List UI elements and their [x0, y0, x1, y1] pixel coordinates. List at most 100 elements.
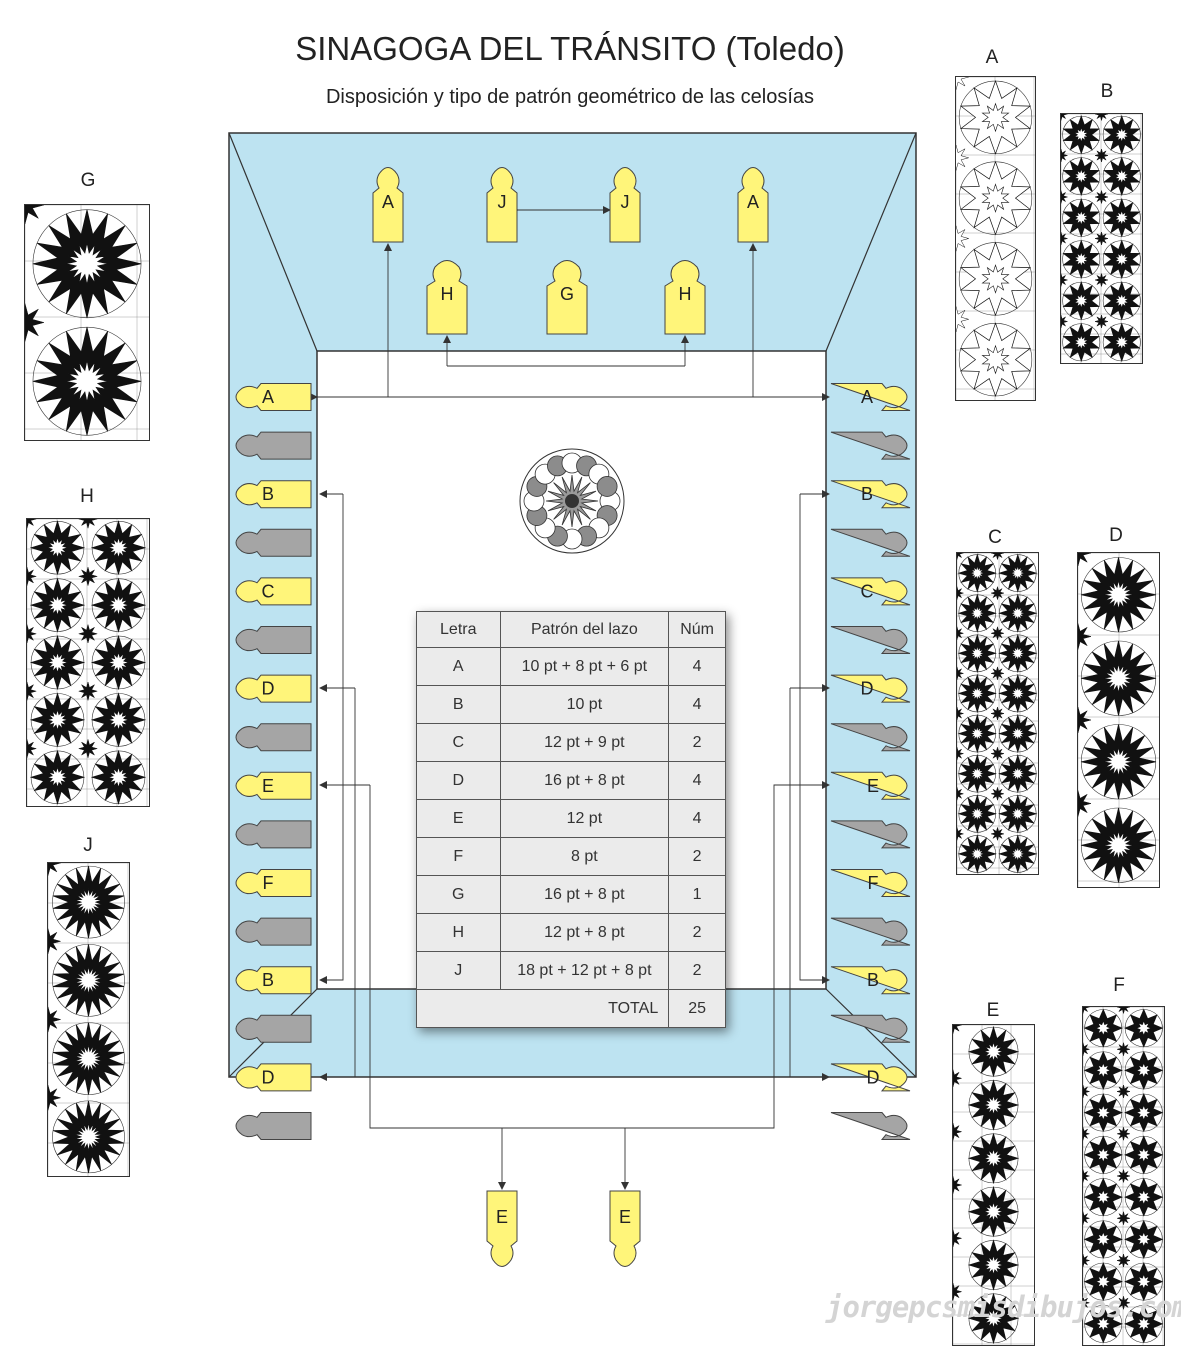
panel-label-a: A: [985, 47, 999, 68]
window-north-j: J: [486, 167, 518, 243]
pattern-panel-d: [1077, 552, 1160, 888]
pattern-panel-j: [47, 862, 130, 1177]
table-cell: C: [416, 723, 501, 762]
panel-label-e: E: [986, 1000, 1000, 1021]
window-north-a: A: [372, 167, 404, 243]
window-west-c: C: [235, 577, 312, 606]
window-letter: J: [498, 192, 507, 212]
window-west-blank: [235, 431, 312, 460]
table-total-label: TOTAL: [415, 989, 670, 1028]
window-east-e: E: [830, 771, 911, 800]
table-cell: G: [416, 875, 501, 914]
window-letter: E: [496, 1207, 508, 1227]
window-west-d: D: [235, 674, 312, 703]
table-cell: J: [416, 951, 501, 990]
page-subtitle: Disposición y tipo de patrón geométrico …: [325, 86, 815, 108]
window-letter: A: [747, 192, 759, 212]
window-letter: H: [679, 284, 692, 304]
window-letter: D: [861, 679, 874, 699]
window-east-d: D: [830, 1063, 911, 1092]
window-letter: A: [861, 387, 873, 407]
window-east-blank: [830, 723, 911, 752]
window-letter: E: [619, 1207, 631, 1227]
window-east-d: D: [830, 674, 911, 703]
table-cell: 12 pt: [499, 799, 670, 838]
panel-label-h: H: [80, 486, 94, 507]
table-cell: 8 pt: [499, 837, 670, 876]
panel-label-c: C: [988, 527, 1002, 548]
table-cell: H: [416, 913, 501, 952]
window-east-a: A: [830, 383, 911, 411]
pattern-panel-b-motif: [1061, 114, 1142, 363]
table-cell: 2: [668, 723, 726, 762]
window-west-blank: [235, 626, 312, 654]
window-west-blank: [235, 820, 312, 849]
window-north-a: A: [737, 167, 769, 243]
panel-label-b: B: [1100, 81, 1114, 102]
table-cell: F: [416, 837, 501, 876]
window-letter: J: [621, 192, 630, 212]
window-north-h: H: [426, 260, 468, 335]
connector-lines: [310, 206, 830, 1190]
table-cell: 12 pt + 9 pt: [499, 723, 670, 762]
pattern-panel-f-motif: [1083, 1007, 1164, 1345]
panel-label-j: J: [83, 835, 93, 856]
table-total-value: 25: [668, 989, 726, 1028]
pattern-panel-f: [1082, 1006, 1165, 1346]
window-letter: E: [262, 776, 274, 796]
table-cell: 16 pt + 8 pt: [499, 761, 670, 800]
frame-corner-br: [825, 988, 917, 1078]
window-letter: B: [867, 970, 879, 990]
window-west-blank: [235, 528, 312, 557]
table-cell: A: [416, 647, 501, 686]
window-letter: D: [262, 679, 275, 699]
frame-corner-tl: [228, 132, 318, 352]
table-cell: 10 pt: [499, 685, 670, 724]
window-east-blank: [830, 917, 911, 946]
pattern-panel-e-motif: [953, 1025, 1034, 1345]
window-west-f: F: [235, 869, 312, 897]
window-east-blank: [830, 820, 911, 849]
panel-label-d: D: [1109, 525, 1123, 546]
table-cell: B: [416, 685, 501, 724]
window-west-a: A: [235, 383, 312, 411]
table-cell: 4: [668, 799, 726, 838]
window-letter: B: [262, 970, 274, 990]
window-east-blank: [830, 1112, 911, 1140]
frame-corner-tr: [825, 132, 917, 352]
window-letter: A: [382, 192, 394, 212]
table-cell: D: [416, 761, 501, 800]
window-west-blank: [235, 1112, 312, 1140]
window-west-b: B: [235, 966, 312, 995]
window-letter: B: [861, 484, 873, 504]
table-cell: 4: [668, 685, 726, 724]
pattern-panel-e: [952, 1024, 1035, 1346]
table-cell: 4: [668, 761, 726, 800]
pattern-panel-a: [955, 76, 1036, 401]
window-east-b: B: [830, 480, 911, 509]
window-letter: C: [861, 581, 874, 601]
pattern-panel-a-motif: [956, 77, 1035, 400]
window-letter: F: [263, 873, 274, 893]
table-cell: 18 pt + 12 pt + 8 pt: [499, 951, 670, 990]
window-west-blank: [235, 917, 312, 946]
table-cell: 12 pt + 8 pt: [499, 913, 670, 952]
table-cell: 2: [668, 951, 726, 990]
window-letter: C: [262, 581, 275, 601]
pattern-panel-g-motif: [25, 205, 149, 440]
window-east-blank: [830, 626, 911, 654]
pattern-panel-h: [26, 518, 150, 807]
window-north-h: H: [664, 260, 706, 335]
window-letter: D: [262, 1067, 275, 1087]
central-rosette: [519, 448, 625, 554]
watermark: jorgepcsmisdibujos.com: [826, 1290, 1181, 1324]
table-header: Núm: [668, 611, 726, 648]
window-letter: D: [867, 1067, 880, 1087]
